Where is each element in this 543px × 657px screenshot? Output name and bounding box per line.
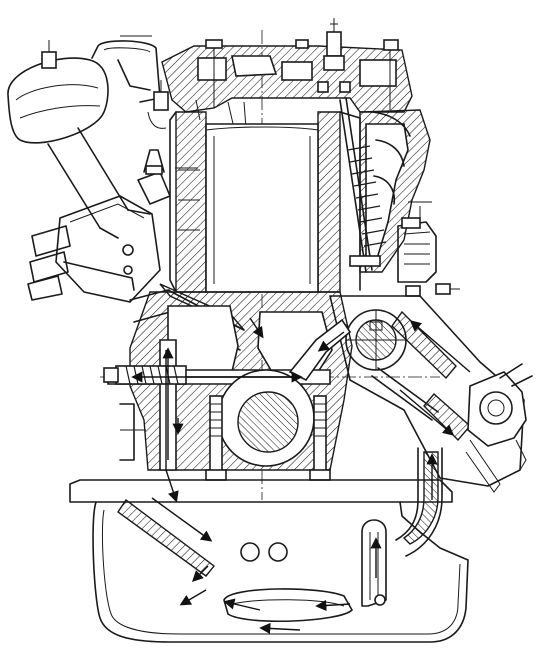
cylinder-head: [161, 18, 413, 129]
oil-flow-arrows: [131, 317, 471, 635]
cylinder-block: [169, 111, 361, 293]
air-cleaner: [7, 35, 169, 144]
valve-chamber: [339, 97, 431, 273]
oil-sump: [69, 447, 469, 643]
fuel-pump: [397, 201, 460, 297]
camshaft: [329, 295, 525, 487]
crankcase: [103, 291, 353, 481]
oil-pump-assembly: [371, 310, 533, 493]
